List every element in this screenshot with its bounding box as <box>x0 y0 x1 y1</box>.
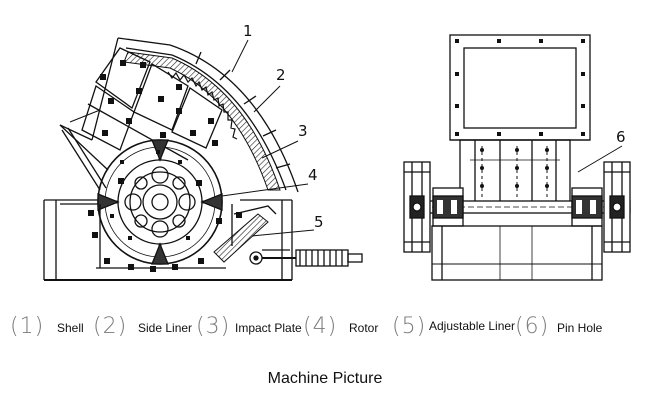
pin-holes <box>480 146 549 198</box>
callout-6: 6 <box>616 128 626 146</box>
adjustable-liner <box>213 205 363 267</box>
callout-5: 5 <box>314 213 324 231</box>
callout-2: 2 <box>276 66 286 84</box>
front-elevation-view <box>403 34 631 281</box>
legend-label-rotor: Rotor <box>349 321 379 335</box>
discharge-outline <box>96 204 233 269</box>
figure-caption: Machine Picture <box>267 370 383 387</box>
machine-body <box>459 139 571 211</box>
callout-4: 4 <box>308 166 318 184</box>
pulley-right <box>603 161 631 253</box>
legend-label-adjustable-liner: Adjustable Liner <box>429 319 516 333</box>
legend-number-3: (3) <box>196 314 231 339</box>
feed-plates <box>61 47 223 191</box>
rotor <box>97 139 223 265</box>
legend-label-pin-hole: Pin Hole <box>557 321 603 335</box>
bearing-right <box>571 187 603 227</box>
bearing-left <box>432 187 464 227</box>
legend-number-6: (6) <box>515 314 550 339</box>
legend-number-1: (1) <box>10 314 45 339</box>
base-frame <box>43 199 293 281</box>
side-liner <box>123 51 281 191</box>
side-section-view <box>43 37 363 281</box>
callout-leader-6 <box>577 145 623 173</box>
legend-label-side-liner: Side Liner <box>138 321 193 335</box>
callout-1: 1 <box>243 22 253 40</box>
callout-leaders-left <box>221 39 315 237</box>
impact-plate-teeth <box>167 71 238 140</box>
legend-number-2: (2) <box>93 314 128 339</box>
legend-label-shell: Shell <box>57 321 84 335</box>
callout-3: 3 <box>298 122 308 140</box>
feed-inlet-flange <box>449 34 591 141</box>
legend-number-4: (4) <box>303 314 338 339</box>
shell-outline <box>59 37 299 193</box>
liner-bolts <box>88 60 242 272</box>
legend-number-5: (5) <box>392 314 427 339</box>
legend-label-impact-plate: Impact Plate <box>235 321 302 335</box>
base-frame-right <box>431 225 603 281</box>
pulley-left <box>403 161 431 253</box>
